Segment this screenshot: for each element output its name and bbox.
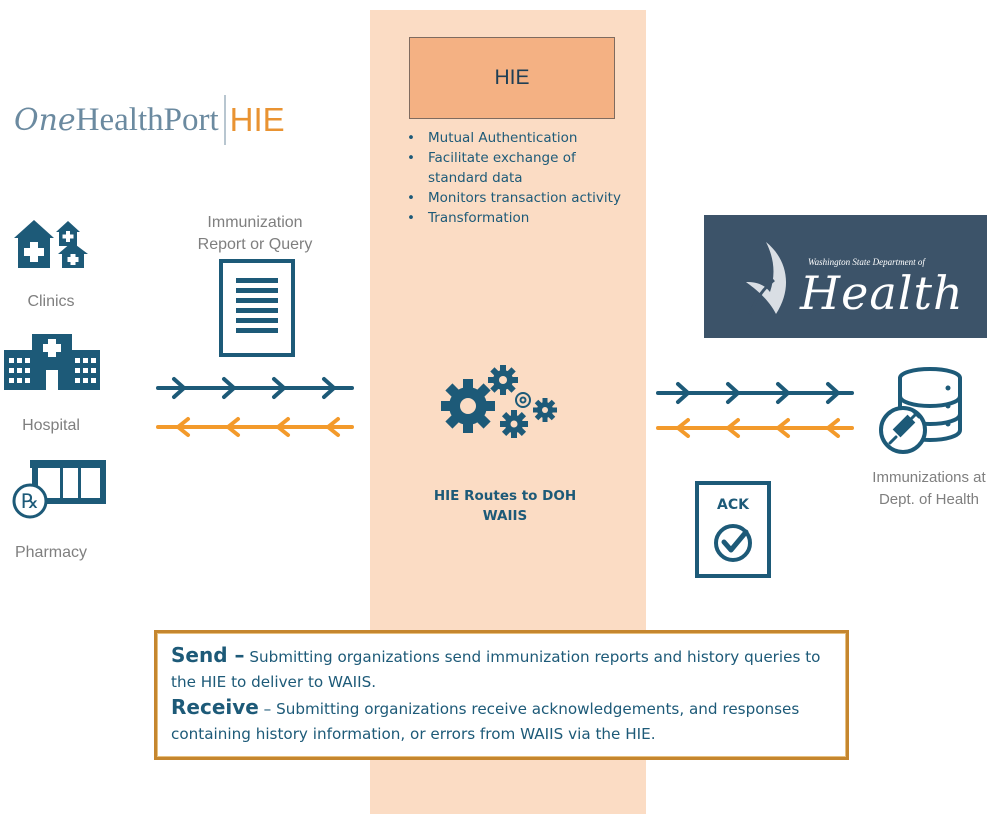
immunization-report-label: Immunization Report or Query (180, 212, 330, 256)
send-text: Submitting organizations send immunizati… (171, 648, 821, 691)
receive-text: – Submitting organizations receive ackno… (171, 700, 800, 743)
hie-feature-list: Mutual Authentication Facilitate exchang… (404, 128, 639, 228)
receive-paragraph: Receive – Submitting organizations recei… (171, 695, 834, 747)
ack-label: ACK (717, 497, 749, 513)
right-arrow-rows (656, 382, 854, 438)
receive-title: Receive (171, 695, 259, 719)
pharmacy-icon: ℞ (12, 460, 106, 519)
hie-feature-item: Monitors transaction activity (404, 188, 639, 208)
doh-logo-banner (704, 215, 987, 338)
inbound-arrow-line (656, 418, 854, 438)
document-icon (219, 259, 295, 357)
onehealthport-logo: One HealthPort HIE (14, 90, 285, 150)
clinics-icon (14, 220, 88, 268)
report-label-line-1: Immunization (207, 214, 303, 231)
ack-document-icon (695, 481, 771, 578)
hie-route-label: HIE Routes to DOH WAIIS (385, 486, 625, 526)
left-arrow-rows (156, 377, 354, 437)
logo-hie: HIE (229, 101, 285, 138)
route-line-1: HIE Routes to DOH (433, 488, 577, 504)
logo-divider (223, 95, 226, 145)
gears-icon (441, 365, 557, 438)
hie-feature-item: Facilitate exchange of standard data (404, 148, 639, 188)
doh-leaf-icon (746, 242, 787, 315)
svg-text:℞: ℞ (21, 489, 39, 513)
hie-box: HIE (409, 37, 615, 119)
hie-box-label: HIE (494, 66, 530, 89)
report-label-line-2: Report or Query (197, 236, 313, 253)
database-icon (879, 367, 962, 454)
route-line-2: WAIIS (482, 508, 528, 524)
hospital-label: Hospital (22, 417, 80, 434)
inbound-arrow-line (156, 417, 354, 437)
logo-healthport: HealthPort (75, 101, 219, 138)
doh-department-text: Washington State Department of (808, 257, 925, 267)
send-paragraph: Send – Submitting organizations send imm… (171, 643, 834, 695)
hospital-icon (4, 334, 100, 390)
hie-feature-item: Transformation (404, 208, 639, 228)
doh-health-text: Health (800, 266, 964, 320)
db-label-line-1: Immunizations at (872, 469, 986, 486)
logo-one: One (14, 102, 76, 138)
clinics-label: Clinics (27, 293, 75, 310)
send-title: Send – (171, 643, 245, 667)
doh-database-label: Immunizations at Dept. of Health (864, 467, 994, 511)
outbound-arrow-line (156, 377, 354, 399)
send-receive-box: Send – Submitting organizations send imm… (154, 630, 849, 760)
db-label-line-2: Dept. of Health (878, 491, 980, 508)
hie-feature-item: Mutual Authentication (404, 128, 639, 148)
pharmacy-label: Pharmacy (14, 544, 88, 561)
outbound-arrow-line (656, 382, 854, 404)
